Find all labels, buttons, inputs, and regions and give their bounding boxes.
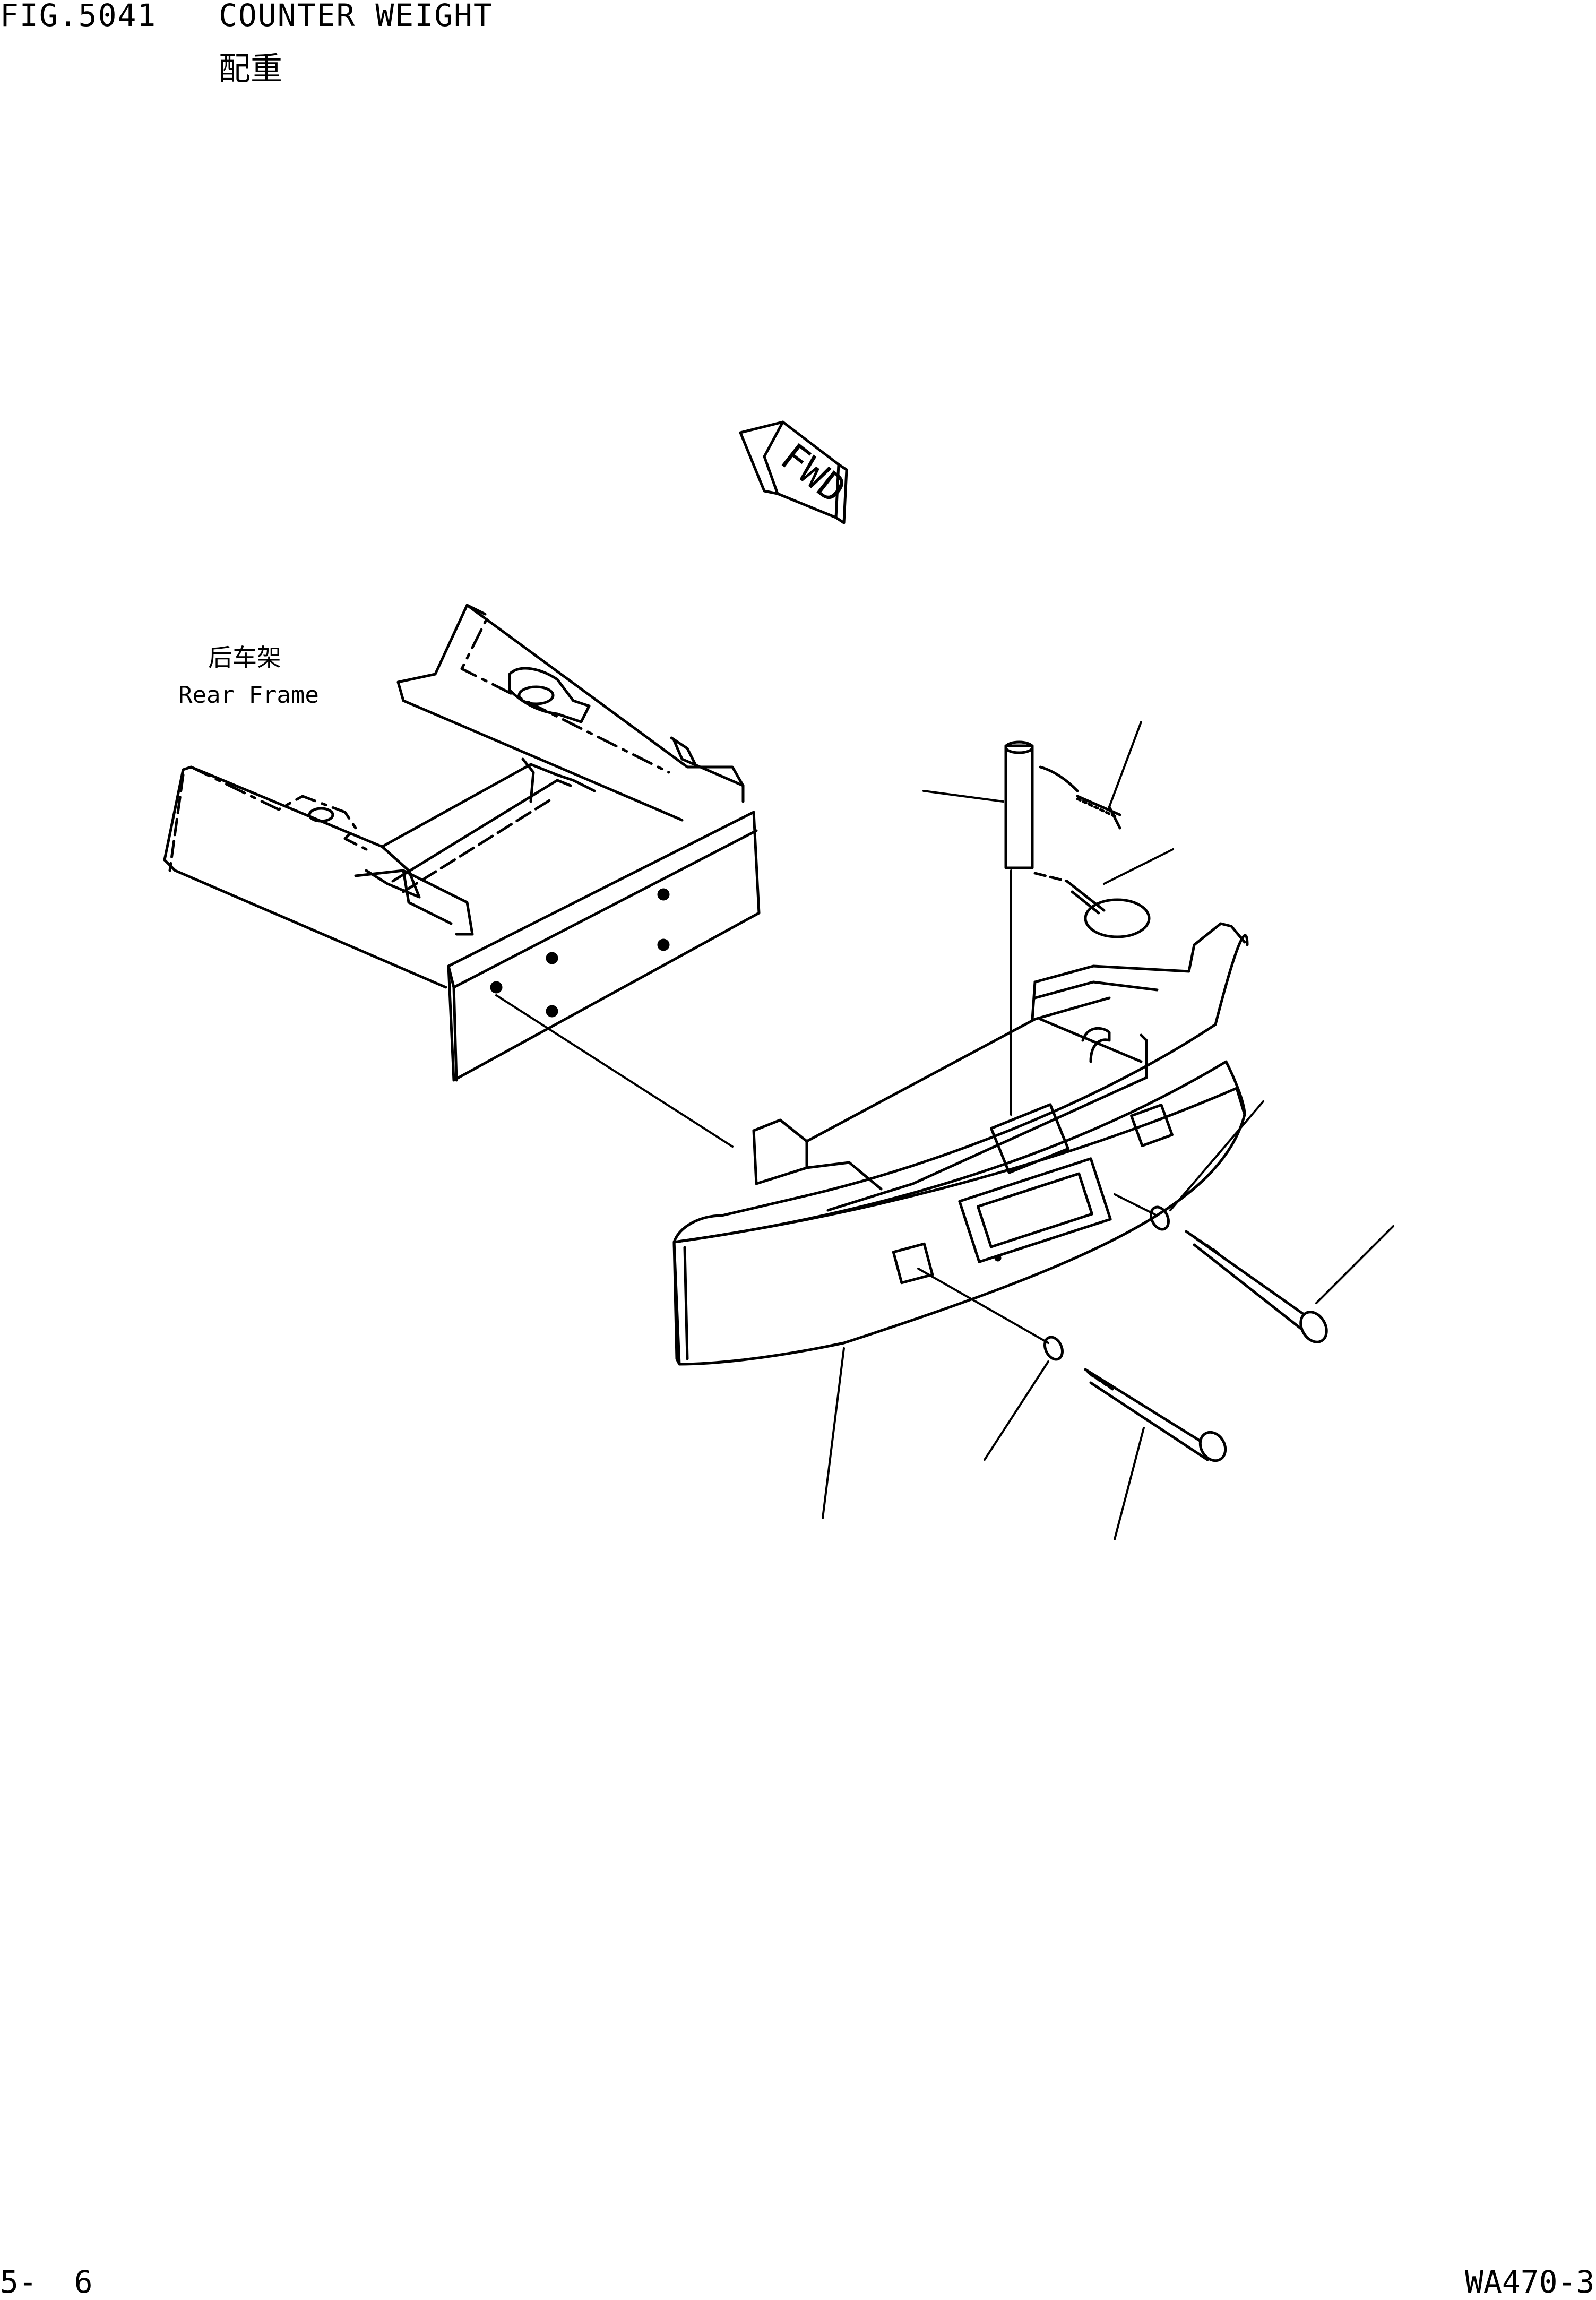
figure-number: FIG.5041 — [0, 0, 157, 33]
ring-pin — [1035, 873, 1149, 937]
bolt-lower — [918, 1269, 1230, 1465]
rear-frame — [165, 605, 759, 1080]
alignment-line — [496, 995, 732, 1147]
rear-frame-label-chinese: 后车架 — [208, 643, 281, 672]
counterweight — [674, 924, 1247, 1364]
rear-frame-label: Rear Frame — [178, 682, 319, 709]
bolt-upper — [1115, 1194, 1332, 1347]
leader-lines — [823, 722, 1393, 1539]
forward-arrow-icon: FWD — [740, 422, 855, 523]
figure-title-chinese: 配重 — [219, 50, 282, 88]
clip-pin — [1040, 767, 1120, 828]
pin — [1006, 742, 1032, 1115]
page-number: 5- 6 — [0, 2264, 93, 2300]
model-code: WA470-3 — [1465, 2264, 1595, 2300]
figure-title: COUNTER WEIGHT — [219, 0, 493, 33]
